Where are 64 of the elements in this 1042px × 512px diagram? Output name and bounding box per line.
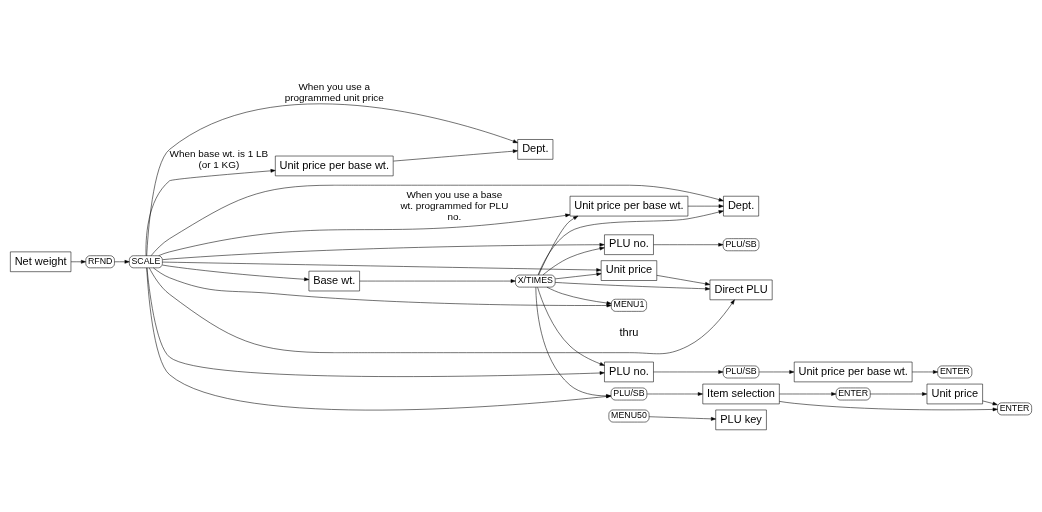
node-box: PLU/SB (722, 238, 760, 252)
arrow (393, 149, 518, 162)
node-box: Direct PLU (709, 279, 773, 301)
arrow (554, 282, 711, 291)
arrow (653, 370, 724, 374)
node-box: Unit price per base wt. (793, 361, 913, 383)
node-box: X/TIMES (515, 274, 556, 288)
label: thru (619, 326, 639, 339)
arrow (146, 267, 605, 377)
node-box: MENU1 (611, 298, 647, 312)
node-box: MENU50 (608, 409, 650, 423)
arrow (648, 416, 716, 421)
arrow (150, 184, 724, 256)
arrow (546, 286, 612, 305)
arrow (982, 400, 998, 406)
arrow (779, 401, 998, 412)
arrow (542, 246, 605, 276)
node-box: Unit price (926, 383, 983, 405)
node-box: Unit price per base wt. (569, 195, 689, 217)
node-box: PLU/SB (722, 365, 760, 379)
arrow (911, 370, 938, 374)
arrow (870, 392, 928, 396)
arrow (538, 215, 579, 276)
arrow (537, 287, 605, 366)
node-box: SCALE (129, 255, 163, 269)
arrow (162, 264, 310, 282)
arrow (646, 392, 703, 396)
node-box: RFND (85, 255, 115, 269)
arrow (158, 213, 571, 256)
arrow (656, 275, 711, 286)
arrow (779, 392, 837, 396)
node-box: Unit price (600, 260, 658, 281)
arrow (146, 103, 518, 256)
node-box: Net weight (10, 251, 72, 272)
node-box: Item selection (702, 383, 780, 405)
arrow (687, 204, 724, 208)
node-box: PLU no. (604, 234, 654, 255)
node-box: ENTER (997, 402, 1032, 416)
arrow (535, 286, 612, 398)
arrow (114, 259, 130, 264)
node-box: Unit price per base wt. (275, 155, 394, 177)
arrow (162, 242, 605, 260)
arrow (149, 267, 735, 355)
arrow (146, 267, 612, 411)
node-box: ENTER (835, 387, 871, 401)
arrow (153, 267, 612, 308)
node-box: Dept. (723, 195, 759, 217)
arrow (359, 279, 516, 283)
arrow (653, 242, 724, 247)
arrow (145, 169, 276, 256)
arrow (70, 259, 86, 264)
node-box: Dept. (517, 139, 554, 160)
edge-label: When you use a base wt. programmed for PLU no. (400, 188, 509, 222)
node-box: PLU key (715, 409, 767, 431)
arrow (758, 370, 795, 374)
arrow (162, 261, 602, 272)
node-box: PLU no. (604, 361, 654, 383)
node-box: PLU/SB (610, 387, 648, 401)
arrow (555, 272, 602, 280)
edge-label: When base wt. is 1 LB (or 1 KG) (169, 148, 269, 171)
edge-label: When you use a programmed unit price (284, 81, 384, 104)
arrow (537, 210, 724, 276)
node-box: ENTER (937, 365, 973, 379)
node-box: Base wt. (308, 270, 360, 292)
